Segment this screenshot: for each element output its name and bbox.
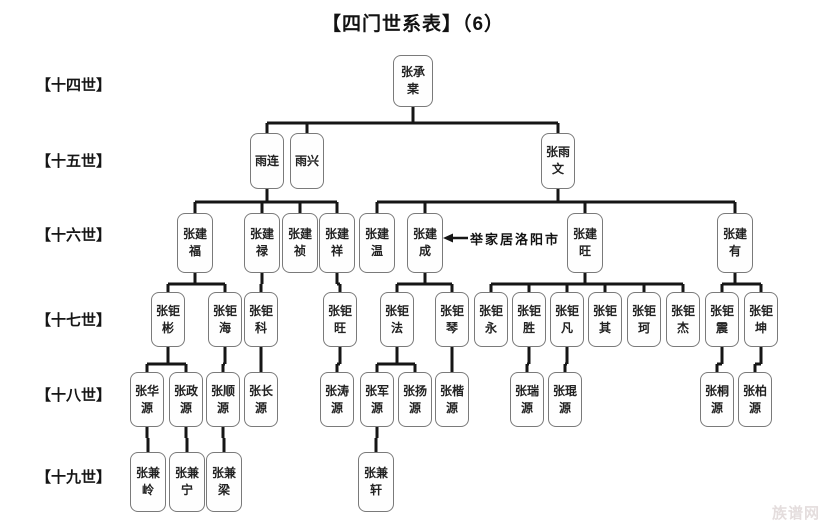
tree-node-jjxuan: 张兼轩 xyxy=(358,452,394,512)
generation-label-5: 【十九世】 xyxy=(36,469,112,486)
tree-node-jufan: 张钜凡 xyxy=(550,292,584,347)
tree-node-tongyuan: 张桐源 xyxy=(700,372,734,427)
tree-node-juqin: 张钜琴 xyxy=(435,292,469,347)
tree-node-jianyou: 张建有 xyxy=(717,213,753,273)
tree-node-shunyuan: 张顺源 xyxy=(206,372,240,427)
tree-node-jukun: 张钜坤 xyxy=(744,292,778,347)
tree-node-jiancheng: 张建成 xyxy=(407,213,443,273)
tree-node-chengye: 张承枽 xyxy=(393,55,433,107)
tree-node-jianwen: 张建温 xyxy=(359,213,395,273)
generation-label-4: 【十八世】 xyxy=(36,387,112,404)
tree-node-jujie: 张钜杰 xyxy=(666,292,700,347)
tree-node-changyuan: 张长源 xyxy=(244,372,278,427)
tree-node-juke: 张钜科 xyxy=(244,292,278,347)
tree-node-jusheng: 张钜胜 xyxy=(512,292,546,347)
tree-node-juwang: 张钜旺 xyxy=(323,292,357,347)
watermark: 族谱网 xyxy=(771,505,820,522)
tree-node-yangyuan: 张扬源 xyxy=(398,372,432,427)
tree-node-juyong: 张钜永 xyxy=(474,292,508,347)
tree-node-junyuan: 张军源 xyxy=(360,372,394,427)
tree-node-jianfu: 张建福 xyxy=(177,213,213,273)
tree-node-jufa: 张钜法 xyxy=(380,292,414,347)
tree-node-jianzhen: 张建祯 xyxy=(282,213,318,273)
tree-node-kunyuan: 张琨源 xyxy=(548,372,582,427)
annotation-text: 举家居洛阳市 xyxy=(470,232,561,247)
tree-node-juzhen: 张钜震 xyxy=(705,292,739,347)
tree-node-jianxiang: 张建祥 xyxy=(319,213,355,273)
tree-node-juhai: 张钜海 xyxy=(208,292,242,347)
generation-label-3: 【十七世】 xyxy=(36,312,112,329)
tree-node-jjliang: 张兼梁 xyxy=(206,452,242,512)
tree-node-zhengyuan: 张政源 xyxy=(169,372,203,427)
tree-node-ruiyuan: 张瑞源 xyxy=(510,372,544,427)
generation-label-0: 【十四世】 xyxy=(36,77,112,94)
tree-node-taoyuan: 张涛源 xyxy=(320,372,354,427)
page-title: 【四门世系表】（6） xyxy=(321,14,505,35)
tree-node-yuxing: 雨兴 xyxy=(290,133,324,189)
annotation-arrow-head xyxy=(443,233,453,243)
tree-node-jubin: 张钜彬 xyxy=(151,292,185,347)
tree-edges xyxy=(145,107,763,452)
tree-node-kaiyuan: 张楷源 xyxy=(435,372,469,427)
tree-node-yulian: 雨连 xyxy=(250,133,284,189)
generation-label-1: 【十五世】 xyxy=(36,153,112,170)
generation-label-2: 【十六世】 xyxy=(36,227,112,244)
tree-node-baiyuan: 张柏源 xyxy=(738,372,772,427)
tree-node-jianlu: 张建禄 xyxy=(244,213,280,273)
tree-node-juqi: 张钜其 xyxy=(588,292,622,347)
tree-node-huayuan: 张华源 xyxy=(130,372,164,427)
tree-node-jjling: 张兼岭 xyxy=(130,452,166,512)
tree-node-jianwang: 张建旺 xyxy=(567,213,603,273)
tree-node-jjning: 张兼宁 xyxy=(169,452,205,512)
tree-node-yuwen: 张雨文 xyxy=(541,133,575,189)
tree-node-juke2: 张钜珂 xyxy=(627,292,661,347)
